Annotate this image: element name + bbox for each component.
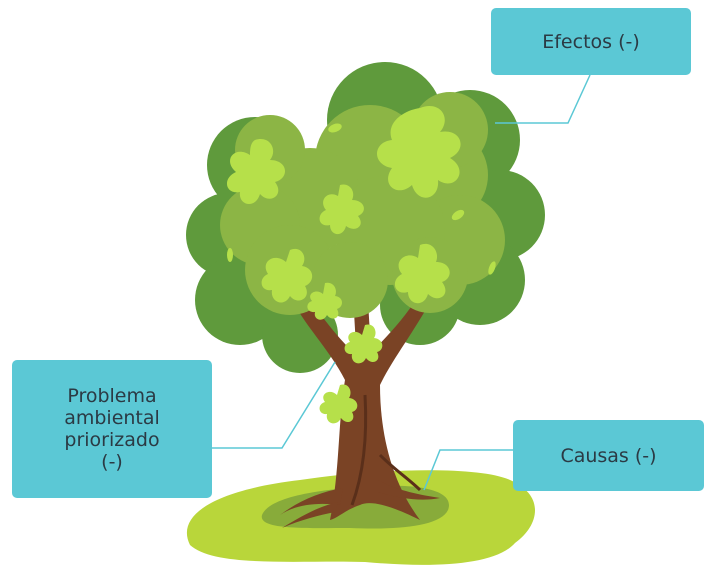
- causes-leader-line: [423, 449, 513, 491]
- trunk: [280, 285, 440, 528]
- leader-lines: [212, 74, 591, 491]
- causes-label-box: Causas (-): [513, 420, 704, 491]
- problem-label-line-3: priorizado: [64, 429, 160, 451]
- problem-label-line-2: ambiental: [64, 407, 160, 429]
- problem-label-box: Problema ambiental priorizado (-): [12, 360, 212, 498]
- effects-leader-line: [495, 74, 591, 124]
- problem-label-line-4: (-): [101, 451, 123, 473]
- causes-label: Causas (-): [560, 444, 657, 467]
- problem-label-line-1: Problema: [67, 385, 157, 407]
- effects-label: Efectos (-): [542, 30, 640, 53]
- problem-leader-line: [212, 361, 336, 449]
- effects-label-box: Efectos (-): [491, 8, 691, 75]
- leaf-highlights: [226, 106, 496, 424]
